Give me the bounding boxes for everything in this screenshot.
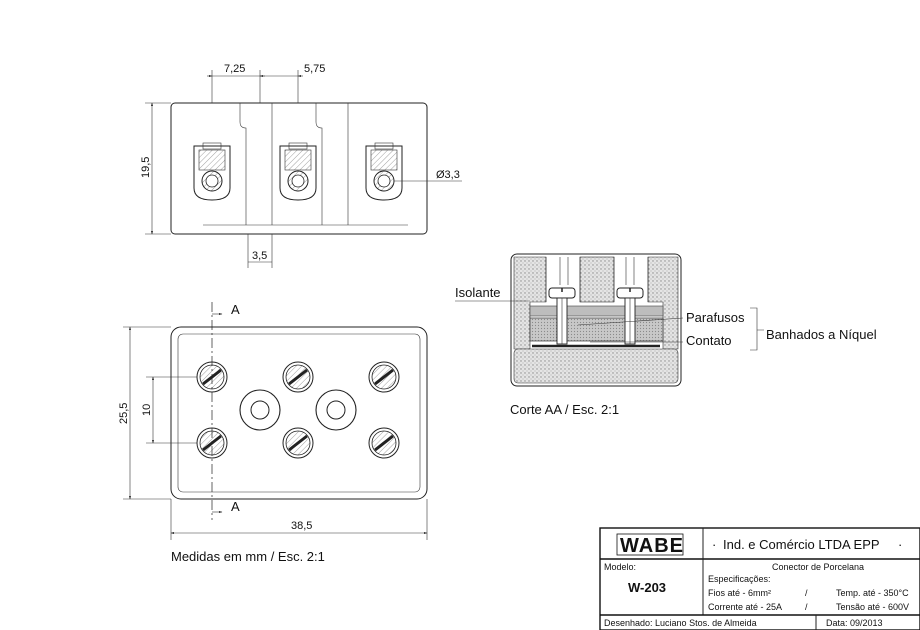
dimension-slot-width: 3,5 [247,234,273,268]
dimension-top-widths: 7,25 5,75 [207,63,325,103]
front-screw-3 [368,361,400,393]
spec-voltage: Tensão até - 600V [836,602,909,612]
section-contact [529,317,664,342]
label-isolante: Isolante [455,285,501,300]
front-view: A A 25,5 10 38,5 Medidas em mm / Esc. 2:… [118,302,428,564]
section-mark-bottom: A [231,499,240,514]
dimension-top-height: 19,5 [140,102,171,235]
front-screw-2 [282,361,314,393]
top-screw-2 [279,142,317,201]
dim-38-5: 38,5 [291,520,312,532]
label-parafusos: Parafusos [686,310,745,325]
dim-25-5: 25,5 [118,403,130,424]
spec-separator-2: / [805,602,808,612]
front-view-inner [177,333,421,493]
section-mark-top: A [231,302,240,317]
section-line-aa: A A [211,302,240,520]
dim-5-75: 5,75 [304,63,325,75]
model-label: Modelo: [604,562,636,572]
drawing-date: Data: 09/2013 [826,618,883,628]
company-bullet-right: · [898,537,902,552]
section-plate-top [529,305,664,317]
drawn-by: Desenhado: Luciano Stos. de Almeida [604,618,757,628]
top-view: 7,25 5,75 19,5 3,5 Ø3,3 [140,63,462,268]
section-channels [545,257,649,302]
logo-text: WABE [620,535,684,557]
top-view-slots [203,103,408,226]
mounting-hole-left [239,389,281,431]
dim-7-25: 7,25 [224,63,245,75]
section-view: Isolante Parafusos Contato Banhados a Ní… [455,253,877,417]
section-screw-left [548,287,576,345]
section-insulator-mid [579,256,615,303]
dimension-diameter: Ø3,3 [394,169,462,182]
front-screw-5 [282,427,314,459]
front-screw-6 [368,427,400,459]
mounting-hole-right [315,389,357,431]
spec-temp: Temp. até - 350°C [836,588,909,598]
dim-19-5: 19,5 [140,157,152,178]
spec-current: Corrente até - 25A [708,602,782,612]
wabe-logo: WABE [616,533,684,557]
front-view-caption: Medidas em mm / Esc. 2:1 [171,549,325,564]
section-leaders [455,300,764,351]
dim-3-5: 3,5 [252,250,267,262]
label-contato: Contato [686,333,732,348]
dim-10: 10 [141,404,153,416]
spec-separator-1: / [805,588,808,598]
spec-label: Especificações: [708,574,771,584]
company-bullet-left: · [712,537,716,552]
dimension-front-height: 25,5 [118,326,171,500]
section-base [513,348,679,384]
product-name: Conector de Porcelana [772,562,864,572]
section-outline [510,253,682,387]
section-caption: Corte AA / Esc. 2:1 [510,402,619,417]
front-view-outer [170,326,428,500]
title-block: WABE · Ind. e Comércio LTDA EPP · Modelo… [599,527,920,630]
top-screw-1 [193,142,231,201]
dim-diameter: Ø3,3 [436,169,460,181]
dimension-screw-spacing: 10 [141,376,197,444]
company-name: Ind. e Comércio LTDA EPP [723,537,880,552]
top-screw-3 [365,142,403,201]
dimension-front-width: 38,5 [170,499,428,540]
top-view-body [170,102,428,235]
spec-wire: Fios até - 6mm² [708,588,771,598]
label-banhados: Banhados a Níquel [766,327,877,342]
model-code: W-203 [628,580,666,595]
